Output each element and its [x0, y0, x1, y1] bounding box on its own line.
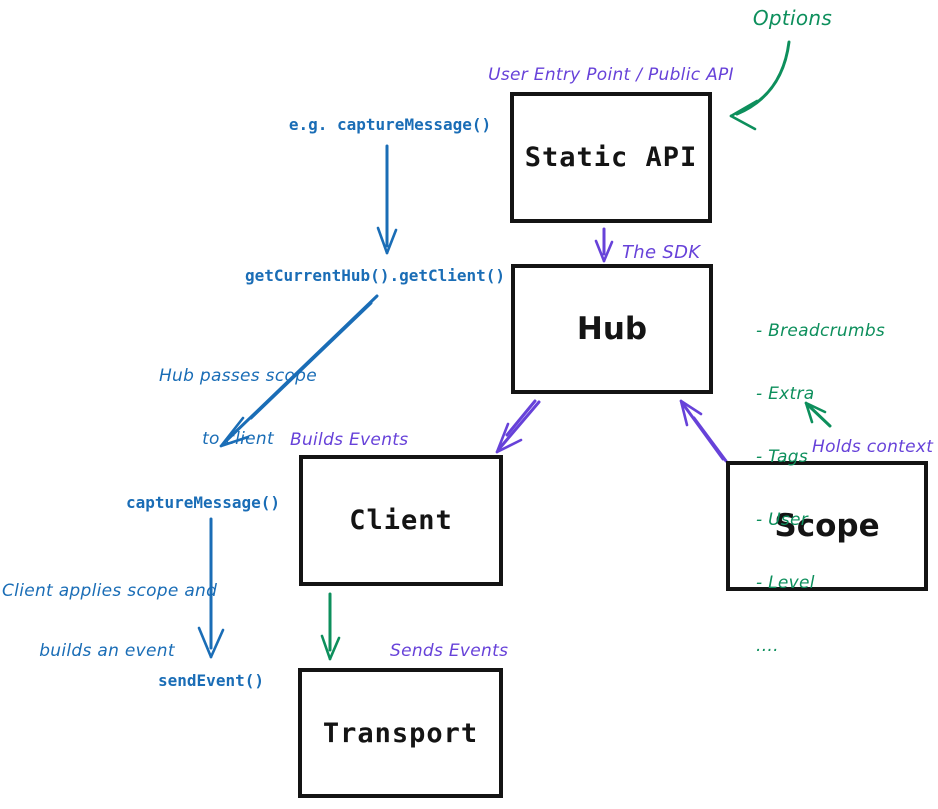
hub-passes-scope-note: Hub passes scope to client — [148, 324, 328, 492]
scope-annotation: Holds context — [812, 437, 934, 457]
scope-context-list: - Breadcrumbs - Extra - Tags - User - Le… — [756, 280, 931, 698]
get-current-hub-label: getCurrentHub().getClient() — [244, 266, 506, 285]
capture-message-label: captureMessage() — [125, 493, 281, 512]
arrow-client-to-transport — [320, 592, 341, 661]
client-applies-line2: builds an event — [39, 641, 175, 661]
client-label: Client — [349, 505, 453, 536]
scope-label: Scope — [774, 508, 880, 544]
context-item-ellipsis: .... — [756, 636, 779, 656]
arrow-scope-to-hub — [679, 399, 728, 463]
hub-label: Hub — [576, 311, 648, 347]
client-applies-line1: Client applies scope and — [2, 581, 218, 601]
arrow-options-to-static-api — [729, 40, 791, 131]
static-api-box: Static API — [510, 92, 712, 223]
send-event-label: sendEvent() — [158, 671, 264, 690]
hub-passes-scope-line1: Hub passes scope — [158, 366, 318, 386]
context-item-user: - User — [756, 510, 809, 530]
client-applies-scope-note: Client applies scope and builds an event — [2, 541, 218, 701]
transport-annotation: Sends Events — [390, 641, 509, 661]
hub-box: Hub — [511, 264, 713, 394]
hub-passes-scope-line2: to client — [202, 429, 274, 449]
context-item-extra: - Extra — [756, 384, 815, 404]
context-item-breadcrumbs: - Breadcrumbs — [756, 321, 886, 341]
static-api-annotation: User Entry Point / Public API — [488, 65, 734, 85]
context-item-level: - Level — [756, 573, 815, 593]
arrow-staticapi-to-hub — [594, 227, 614, 263]
eg-capture-message-label: e.g. captureMessage() — [288, 115, 492, 134]
client-annotation: Builds Events — [290, 430, 409, 450]
context-item-tags: - Tags — [756, 447, 809, 467]
static-api-label: Static API — [524, 142, 698, 173]
scope-box: Scope — [726, 461, 928, 591]
arrow-hub-to-client — [495, 399, 541, 454]
transport-label: Transport — [322, 717, 479, 749]
hub-annotation: The SDK — [622, 242, 701, 263]
arrow-capture-to-getcurrenthub — [376, 144, 398, 255]
options-note: Options — [752, 6, 833, 30]
client-box: Client — [299, 455, 503, 586]
transport-box: Transport — [298, 668, 503, 798]
